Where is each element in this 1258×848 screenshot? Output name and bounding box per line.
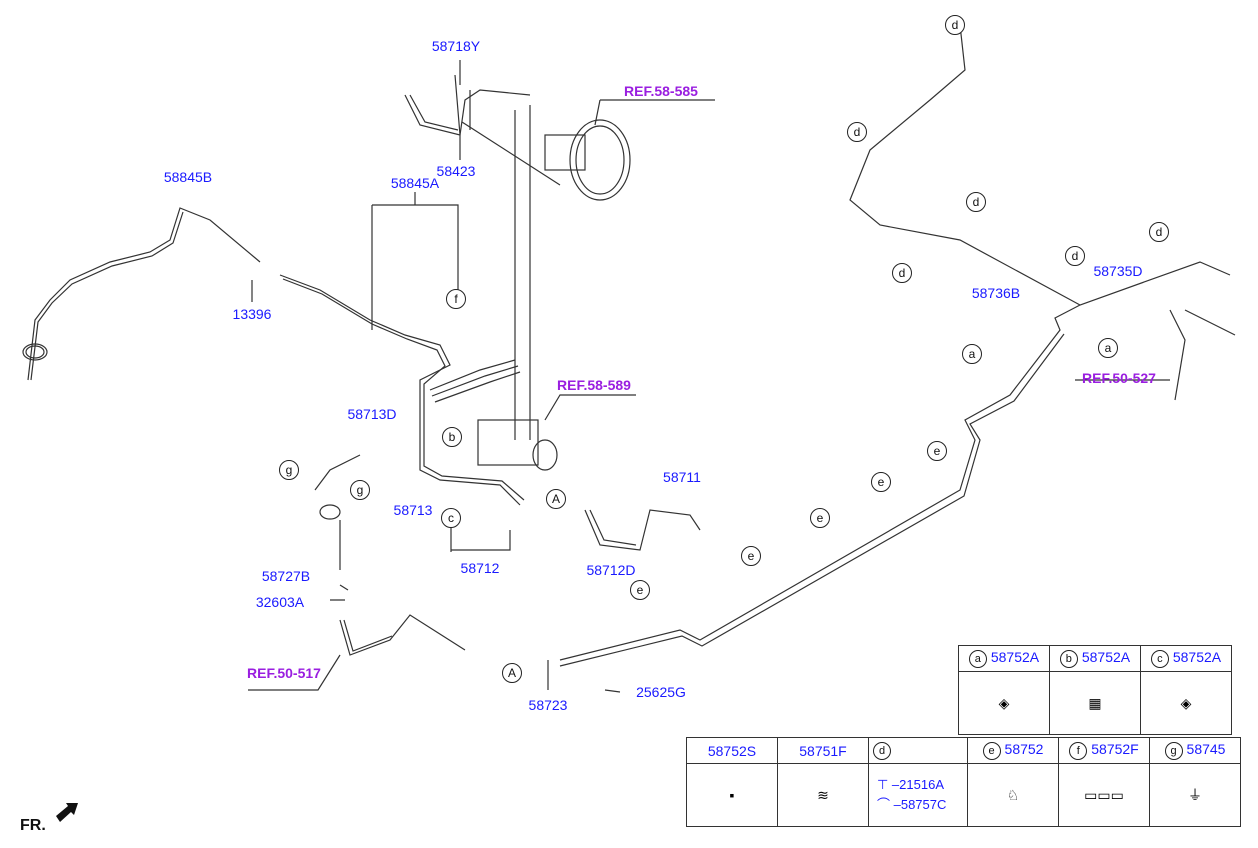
callout-e: e: [871, 472, 891, 492]
front-arrow-icon: [56, 803, 78, 822]
front-marker: FR.: [20, 817, 46, 834]
line-58712d: [584, 509, 701, 551]
callout-d: d: [892, 263, 912, 283]
clip-block-icon: ▦: [1049, 671, 1141, 735]
part-label: 58735D: [1093, 263, 1143, 279]
part-label: 58718Y: [431, 38, 481, 54]
callout-d: d: [1149, 222, 1169, 242]
grommet-icon: ⏚: [1149, 763, 1241, 827]
reference-link[interactable]: REF.58-589: [557, 377, 631, 393]
callout-d: d: [966, 192, 986, 212]
clip-stack-icon: ≋: [777, 763, 869, 827]
nut-icon: ▪: [686, 763, 778, 827]
rear-left-brake-line: [22, 207, 261, 381]
callout-e: e: [927, 441, 947, 461]
part-label: 13396: [232, 306, 272, 322]
reference-link[interactable]: REF.50-527: [1082, 370, 1156, 386]
callout-d: d: [945, 15, 965, 35]
reference-link[interactable]: REF.50-517: [247, 665, 321, 681]
part-label: 58723: [528, 697, 568, 713]
part-label: 58712D: [586, 562, 636, 578]
legend-header-d: d: [868, 737, 968, 764]
callout-a: a: [1098, 338, 1118, 358]
callout-e: e: [810, 508, 830, 528]
part-label: 58711: [663, 469, 701, 485]
callout-d: d: [847, 122, 867, 142]
legend-header-58752s: 58752S: [686, 737, 778, 764]
clip-icon: ♘: [967, 763, 1059, 827]
brake-booster: [461, 119, 631, 201]
clip-row-icon: ▭▭▭: [1058, 763, 1150, 827]
reference-link[interactable]: REF.58-585: [624, 83, 698, 99]
part-label: 58845B: [163, 169, 213, 185]
part-label: 32603A: [255, 594, 305, 610]
bolt-bracket-cell: ⊤ –21516A ⌒ –58757C: [868, 763, 968, 827]
part-label: 58423: [436, 163, 476, 179]
main-brake-line-58845a: [279, 105, 531, 506]
part-label: 58712: [460, 560, 500, 576]
callout-a: a: [962, 344, 982, 364]
part-label: 25625G: [636, 684, 686, 700]
callout-g: g: [350, 480, 370, 500]
callout-b: b: [442, 427, 462, 447]
callout-d: d: [1065, 246, 1085, 266]
callout-e: e: [741, 546, 761, 566]
clip-icon: ◈: [958, 671, 1050, 735]
right-long-lines: [559, 24, 1236, 667]
callout-c: c: [441, 508, 461, 528]
part-label: 58727B: [261, 568, 311, 584]
abs-unit: [477, 394, 636, 471]
callout-e: e: [630, 580, 650, 600]
master-cylinder-lines: [404, 74, 531, 136]
callout-A: A: [502, 663, 522, 683]
front-left-hose: [248, 454, 466, 691]
callout-g: g: [279, 460, 299, 480]
callout-f: f: [446, 289, 466, 309]
part-label: 58736B: [971, 285, 1021, 301]
clip-icon: ◈: [1140, 671, 1232, 735]
part-label: 58713D: [347, 406, 397, 422]
legend-header-58751f: 58751F: [777, 737, 869, 764]
part-label: 58713: [393, 502, 433, 518]
part-label: 58845A: [390, 175, 440, 191]
leader-lines: [251, 60, 1170, 693]
callout-A: A: [546, 489, 566, 509]
